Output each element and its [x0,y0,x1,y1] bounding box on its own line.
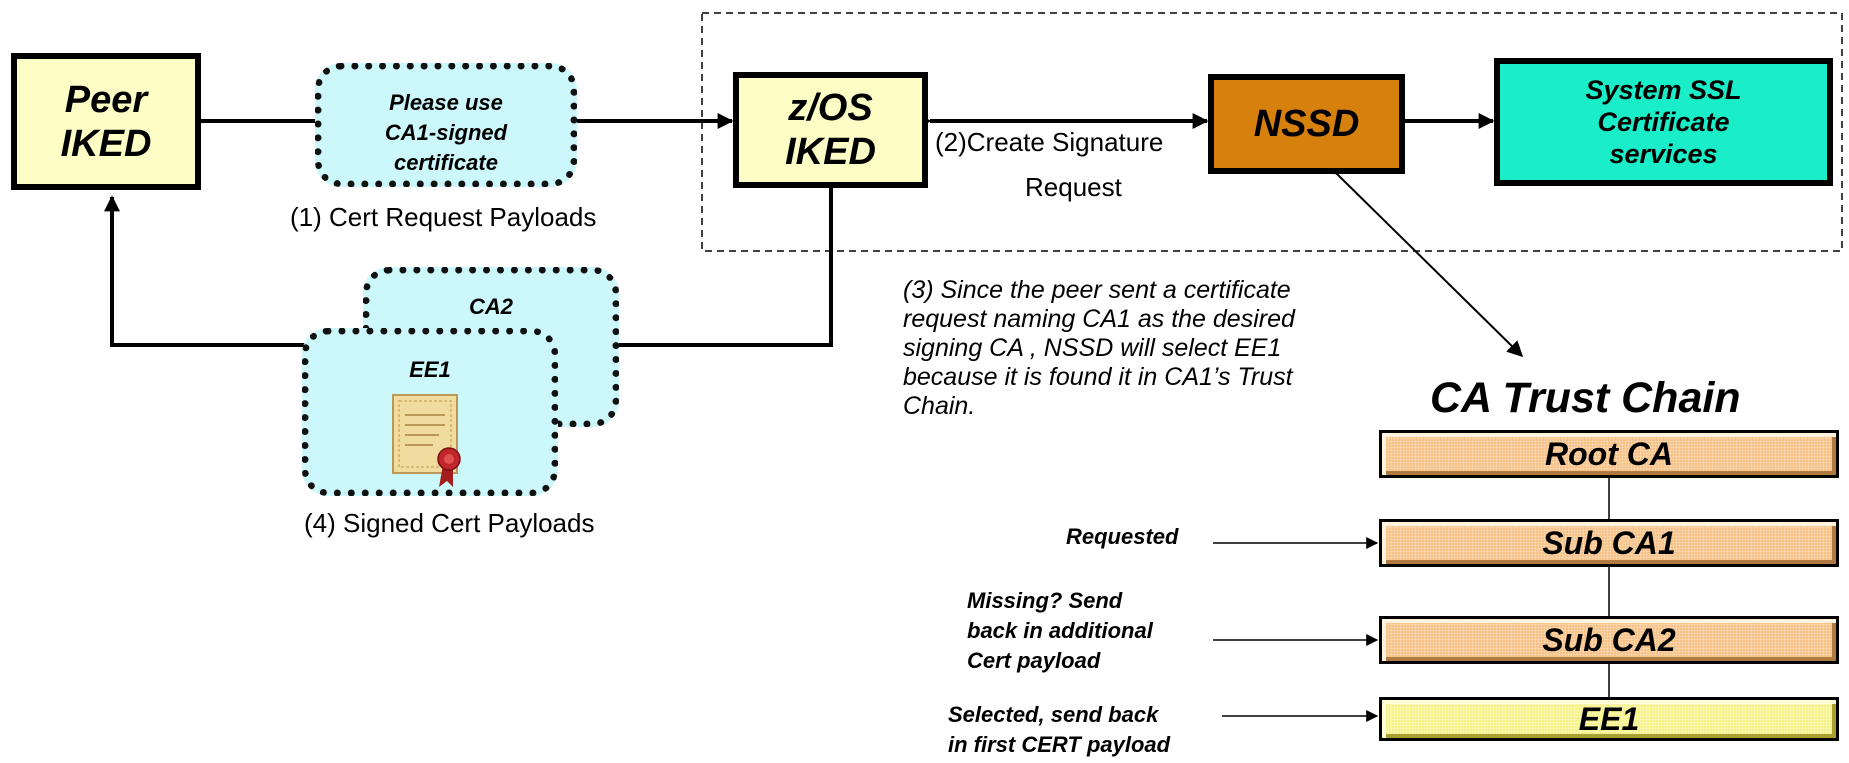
peer-iked-line2: IKED [60,122,152,165]
missing-line2: back in additional [967,618,1153,643]
cert-request-bubble: Please use CA1-signed certificate [315,63,577,187]
chain-sub-ca1: Sub CA1 [1379,519,1839,567]
zos-iked-line1: z/OS [788,87,873,129]
system-ssl-box: System SSL Certificate services [1494,58,1833,186]
missing-line1: Missing? Send [967,588,1123,613]
bubble-line1: Please use [389,90,503,115]
ee1-card-label: EE1 [409,357,451,382]
signed-payloads-caption: (4) Signed Cert Payloads [304,508,595,538]
explanation-line1: (3) Since the peer sent a certificate [903,276,1291,304]
explanation-line5: Chain. [903,392,976,420]
explanation-line2: request naming CA1 as the desired [903,305,1295,333]
explanation-line3: signing CA , NSSD will select EE1 [903,334,1282,362]
requested-label: Requested [1066,524,1179,549]
signature-request-line1: (2)Create Signature [935,127,1164,158]
missing-line3: Cert payload [967,648,1101,673]
ssl-line3: services [1609,139,1718,169]
zos-region [701,12,1843,252]
selected-annotation: Selected, send back in first CERT payloa… [948,700,1170,760]
selected-line1: Selected, send back [948,702,1159,727]
chain-root-ca: Root CA [1379,430,1839,478]
ssl-line1: System SSL [1585,75,1742,105]
zos-iked-line2: IKED [785,131,876,173]
ca2-card-label: CA2 [468,294,513,319]
missing-annotation: Missing? Send back in additional Cert pa… [967,586,1153,676]
ee1-card: EE1 [302,328,558,496]
peer-iked-box: Peer IKED [11,53,201,190]
nssd-chain-arrow [1321,158,1524,358]
bubble-line2: CA1-signed [384,120,508,145]
ssl-line2: Certificate [1597,107,1730,137]
signature-request-line2: Request [1025,172,1122,202]
bubble-line3: certificate [394,150,498,175]
chain-sub-ca2: Sub CA2 [1379,616,1839,664]
certificate-ribbon-icon [392,394,461,487]
selected-line2: in first CERT payload [948,732,1171,757]
cert-request-caption: (1) Cert Request Payloads [290,202,597,232]
trust-chain-title: CA Trust Chain [1430,374,1741,422]
explanation-line4: because it is found it in CA1’s Trust [903,363,1293,391]
explanation-text: (3) Since the peer sent a certificate re… [903,276,1295,421]
chain-ee1: EE1 [1379,697,1839,741]
nssd-label: NSSD [1253,103,1360,145]
nssd-box: NSSD [1208,74,1405,174]
zos-iked-box: z/OS IKED [733,72,928,188]
peer-iked-line1: Peer [64,78,148,121]
